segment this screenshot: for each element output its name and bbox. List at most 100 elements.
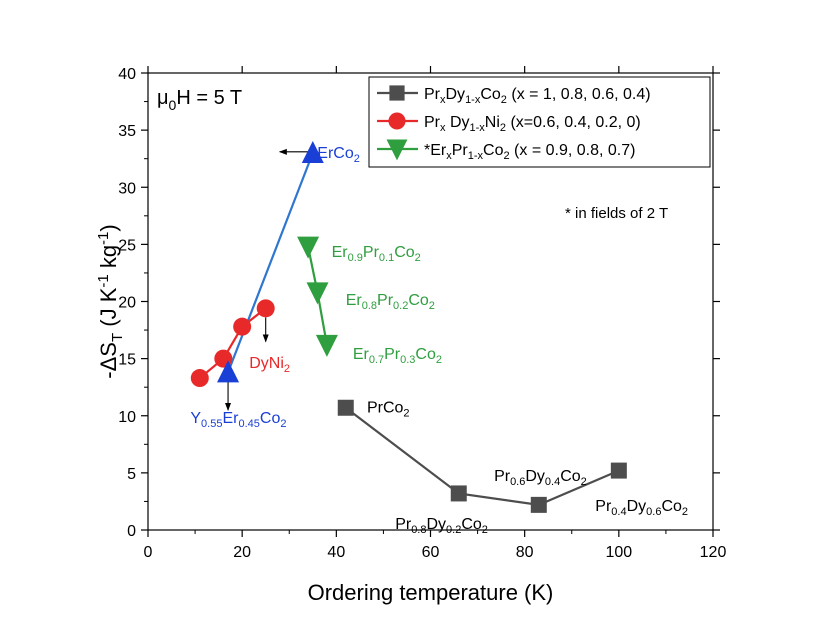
series-2-line [199,307,267,379]
footnote: * in fields of 2 T [565,205,668,222]
label-part: Co [260,410,281,427]
label-part: (x=0.6, 0.4, 0.2, 0) [506,114,641,131]
legend-marker [389,85,405,101]
label-part: 2 [503,150,509,162]
label-part: 0.2 [393,300,408,312]
label-part: x [446,150,452,162]
series-lines [199,152,620,506]
label-part: Dy [426,516,446,533]
y-label-part: -1 [95,232,112,245]
series-3-point [297,236,320,259]
series-1-line [345,406,620,506]
label-part: 2 [581,476,587,488]
label-part: *Er [424,142,447,159]
data-points [190,140,627,513]
label-part: Pr [424,86,441,103]
label-part: Dy [446,86,466,103]
y-label-part: T [109,333,126,342]
x-tick-label: 40 [327,544,345,561]
x-tick-label: 80 [516,544,534,561]
point-annotation: Pr0.4Dy0.6Co2 [595,498,688,518]
series-3-point [315,334,338,357]
label-part: 0.7 [369,354,384,366]
label-part: Pr [377,292,394,309]
legend-box [368,76,711,168]
y-tick-label: 15 [118,352,136,369]
label-part: (x = 1, 0.8, 0.6, 0.4) [507,86,651,103]
label-part: 1-x [468,150,484,162]
label-part: H = 5 T [176,87,242,109]
label-part: 0.4 [545,476,560,488]
label-part: DyNi [249,355,284,372]
label-part: Er [353,346,370,363]
y-tick-label: 35 [118,123,136,140]
label-part: Pr [424,114,441,131]
label-part: 2 [500,122,506,134]
series-1-point [610,462,627,479]
legend-label: PrxDy1-xCo2 (x = 1, 0.8, 0.6, 0.4) [424,86,651,106]
label-part: 2 [501,94,507,106]
label-part: 2 [284,363,290,375]
point-annotation: PrCo2 [367,400,410,420]
label-part: 0.1 [379,252,394,264]
y-tick-label: 40 [118,66,136,83]
label-part: Y [190,410,201,427]
point-annotation: Pr0.6Dy0.4Co2 [494,468,587,488]
series-1-point [337,399,354,416]
legend: PrxDy1-xCo2 (x = 1, 0.8, 0.6, 0.4)Prx Dy… [368,76,711,168]
label-part: Co [415,346,436,363]
point-annotation: Er0.8Pr0.2Co2 [346,292,435,312]
label-part: Co [560,468,581,485]
label-part: Er [346,292,363,309]
series-3-point [306,282,329,305]
label-part: Er [332,244,349,261]
label-part: 2 [436,354,442,366]
legend-label: Prx Dy1-xNi2 (x=0.6, 0.4, 0.2, 0) [424,114,641,134]
label-part: Er [222,410,239,427]
label-part: Dy [525,468,545,485]
x-tick-label: 100 [605,544,632,561]
label-part: ErCo [317,145,354,162]
point-annotations: ErCo2DyNi2Y0.55Er0.45Co2Er0.9Pr0.1Co2Er0… [190,145,688,536]
point-annotation: DyNi2 [249,355,290,375]
x-tick-label: 120 [700,544,727,561]
label-part: 0.55 [201,418,222,430]
label-part: Pr [384,346,401,363]
label-part: Pr [395,516,412,533]
label-part: Pr [595,498,612,515]
x-tick-label: 20 [233,544,251,561]
label-part: Co [408,292,429,309]
label-part: μ [157,87,169,109]
label-part: 0.6 [510,476,525,488]
point-annotation: Er0.7Pr0.3Co2 [353,346,442,366]
label-part: 0.9 [348,252,363,264]
y-tick-label: 5 [127,466,136,483]
point-annotation: Er0.9Pr0.1Co2 [332,244,421,264]
label-part: 0 [169,97,177,113]
label-part: 2 [280,418,286,430]
label-part: 2 [429,300,435,312]
label-part: Pr [363,244,380,261]
label-part: 2 [354,153,360,165]
series-2-point [190,369,209,388]
series-4-line [227,152,314,373]
point-annotation: Y0.55Er0.45Co2 [190,410,286,430]
label-part: Ni [485,114,500,131]
label-part: 0.4 [611,506,626,518]
y-label-part: (J K [96,287,121,333]
label-part: PrCo [367,400,404,417]
label-part: (x = 0.9, 0.8, 0.7) [510,142,636,159]
arrows [225,148,313,412]
label-part: Co [461,516,482,533]
y-label-part: -1 [95,274,112,287]
series-4-point [217,360,240,383]
label-part: 1-x [465,94,481,106]
label-part: 2 [682,506,688,518]
y-tick-label: 30 [118,180,136,197]
label-part: Co [480,86,501,103]
label-part: 2 [403,408,409,420]
label-part: x [440,122,446,134]
y-label-part: -ΔS [96,342,121,379]
